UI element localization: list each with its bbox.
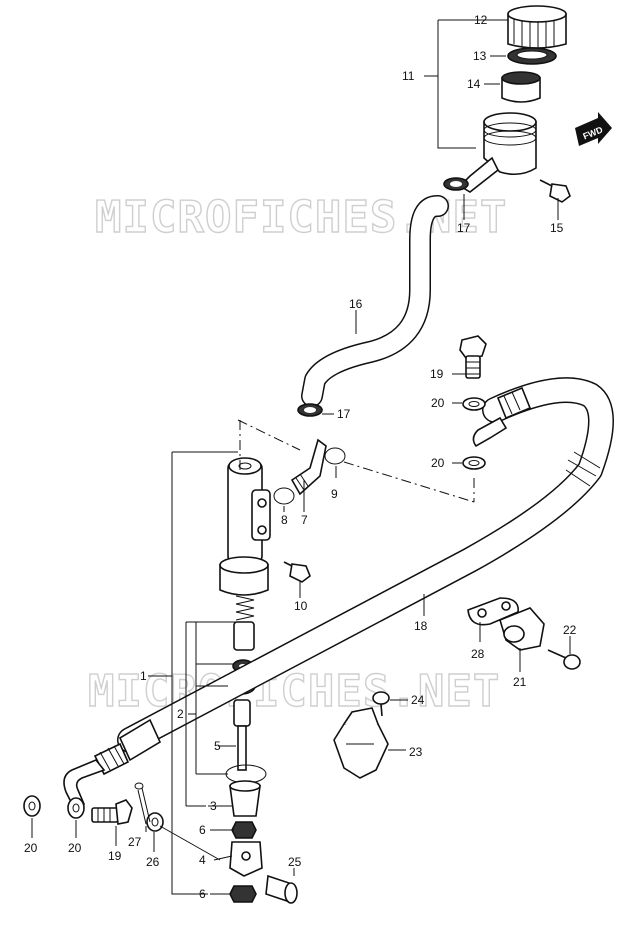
callout-18: 18 [414,619,428,633]
callout-15: 15 [550,221,564,235]
callout-14: 14 [467,77,481,91]
reservoir-diaphragm [501,71,541,103]
clamp-screw [547,649,581,670]
callout-8: 8 [281,513,288,527]
mounting-bolt [283,561,311,583]
banjo-bolt-lower [91,799,133,825]
lock-nut-upper [231,821,257,839]
callout-1: 1 [140,669,147,683]
callout-labels: 1 2 3 4 5 6 6 7 8 9 10 11 12 13 14 15 16… [24,13,577,901]
callout-2: 2 [177,707,184,721]
callout-20-lower-b: 20 [68,841,82,855]
reservoir-tank [458,112,537,193]
callout-25: 25 [288,855,302,869]
washer-lower-b [67,797,85,819]
washer-26 [146,812,164,832]
callout-7: 7 [301,513,308,527]
callout-21: 21 [513,675,527,689]
callout-27: 27 [128,835,142,849]
callout-5: 5 [214,739,221,753]
callout-13: 13 [473,49,487,63]
callout-4: 4 [199,853,206,867]
callout-26: 26 [146,855,160,869]
hose-fitting-upper [472,386,532,448]
washer-upper-a [462,397,486,411]
push-rod [233,699,251,771]
callout-20-upper-a: 20 [431,396,445,410]
callout-10: 10 [294,599,308,613]
master-cylinder-body [219,457,271,596]
callout-17-upper: 17 [457,221,471,235]
fwd-arrow-icon: FWD [575,112,612,146]
watermark-bottom: MICROFICHES.NET [88,666,500,717]
banjo-bolt-upper [459,335,487,379]
callout-24: 24 [411,693,425,707]
hose-guide [333,707,389,779]
callout-16: 16 [349,297,363,311]
callout-20-upper-b: 20 [431,456,445,470]
callout-12: 12 [474,13,488,27]
callout-3: 3 [210,799,217,813]
reservoir-cap [507,5,567,49]
dust-boot [229,780,261,817]
callout-17-lower: 17 [337,407,351,421]
callout-19-lower: 19 [108,849,122,863]
hose-clamp [499,607,545,651]
clevis [229,841,263,877]
cylinder-piston [233,621,255,651]
callout-22: 22 [563,623,577,637]
callout-6-lower: 6 [199,887,206,901]
brake-hose [63,377,614,810]
cylinder-spring [235,595,255,621]
reservoir-plate [507,47,557,65]
guide-screw [372,691,390,717]
reservoir-hose [301,195,449,407]
inlet-clip [324,447,346,465]
callout-19-upper: 19 [430,367,444,381]
hose-clamp-lower [297,403,323,417]
lock-nut-lower [229,885,257,903]
callout-9: 9 [331,487,338,501]
washer-upper-b [462,456,486,470]
callout-23: 23 [409,745,423,759]
reservoir-bolt [539,179,571,203]
clevis-pin [265,874,298,904]
washer-lower-a [23,795,41,817]
leader-lines [31,19,571,895]
callout-11: 11 [402,69,415,83]
hose-clamp-upper [443,177,469,191]
callout-20-lower-a: 20 [24,841,38,855]
callout-6-upper: 6 [199,823,206,837]
cotter-pin [134,782,151,825]
callout-28: 28 [471,647,485,661]
inlet-o-ring [273,487,295,505]
